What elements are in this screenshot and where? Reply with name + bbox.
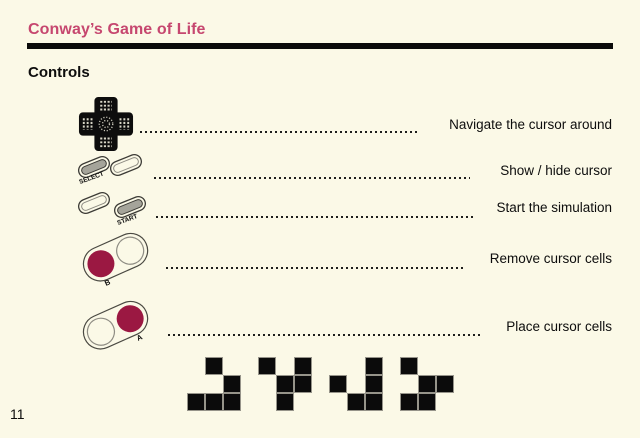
dead-cell [205, 375, 223, 393]
live-cell [329, 375, 347, 393]
a-button-icon: A [82, 300, 149, 350]
b-button-icon: B [82, 232, 149, 288]
dead-cell [418, 357, 436, 375]
live-cell [205, 393, 223, 411]
control-description-dpad: Navigate the cursor around [449, 117, 612, 132]
live-cell [223, 375, 241, 393]
live-cell [205, 357, 223, 375]
page-number: 11 [10, 406, 25, 422]
live-cell [294, 357, 312, 375]
leader-line [168, 334, 483, 336]
glider [258, 357, 312, 411]
section-heading: Controls [28, 64, 90, 81]
live-cell [223, 393, 241, 411]
dead-cell [223, 357, 241, 375]
live-cell [347, 393, 365, 411]
dead-cell [258, 375, 276, 393]
control-description-a: Place cursor cells [506, 319, 612, 334]
leader-line [166, 267, 463, 269]
select-button-icon: SELECT [78, 153, 142, 186]
dead-cell [294, 393, 312, 411]
glider [400, 357, 454, 411]
glider [187, 357, 241, 411]
dead-cell [258, 393, 276, 411]
live-cell [400, 393, 418, 411]
live-cell [418, 393, 436, 411]
leader-line [140, 131, 418, 133]
live-cell [365, 375, 383, 393]
dead-cell [187, 375, 205, 393]
leader-line [154, 177, 470, 179]
control-description-start: Start the simulation [496, 200, 612, 215]
dead-cell [329, 357, 347, 375]
dead-cell [347, 375, 365, 393]
a-label: A [135, 332, 144, 343]
live-cell [365, 357, 383, 375]
dead-cell [436, 393, 454, 411]
live-cell [258, 357, 276, 375]
dead-cell [436, 357, 454, 375]
leader-line [156, 216, 473, 218]
live-cell [294, 375, 312, 393]
start-button-icon: START [78, 191, 146, 227]
glider [329, 357, 383, 411]
live-cell [418, 375, 436, 393]
live-cell [276, 375, 294, 393]
live-cell [400, 357, 418, 375]
live-cell [436, 375, 454, 393]
control-description-b: Remove cursor cells [489, 251, 612, 266]
page-title: Conway’s Game of Life [28, 21, 206, 38]
dead-cell [347, 357, 365, 375]
dead-cell [187, 357, 205, 375]
dead-cell [400, 375, 418, 393]
live-cell [365, 393, 383, 411]
live-cell [276, 393, 294, 411]
glider-patterns [187, 357, 454, 411]
b-label: B [103, 277, 112, 288]
title-rule [27, 43, 613, 49]
control-description-select: Show / hide cursor [500, 163, 612, 178]
dead-cell [329, 393, 347, 411]
dpad-icon [78, 96, 134, 152]
dead-cell [276, 357, 294, 375]
live-cell [187, 393, 205, 411]
